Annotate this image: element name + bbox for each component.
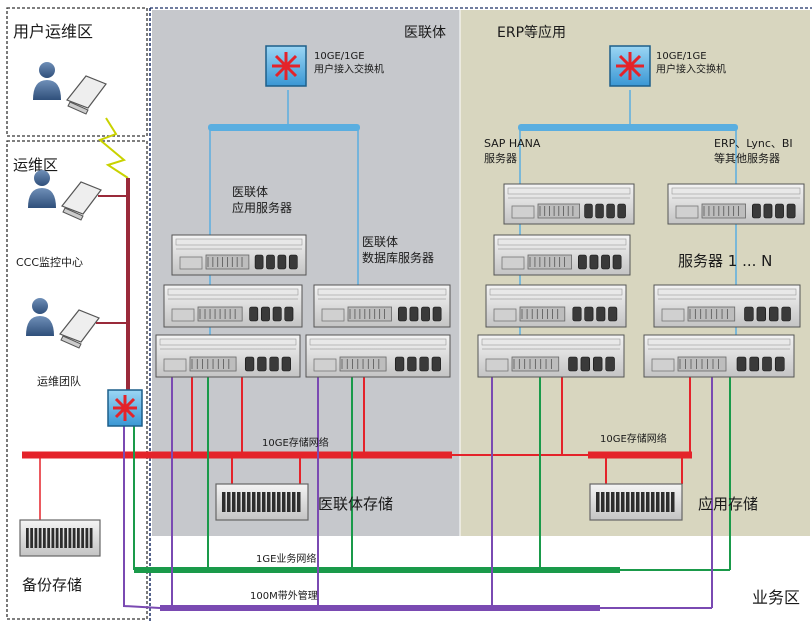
- user-ops-person-icon: [33, 62, 107, 115]
- generic-server-label: 服务器 1 ... N: [678, 252, 772, 270]
- ge-label: 1GE业务网络: [256, 552, 316, 565]
- sap-server-4: [477, 334, 625, 378]
- hospital-app-server-1: [171, 234, 307, 276]
- erp-other-server-3: [643, 334, 795, 378]
- hospital-storage-label: 医联体存储: [318, 495, 393, 513]
- hospital-app-server-label: 医联体应用服务器: [232, 185, 292, 215]
- hospital-db-server-label: 医联体数据库服务器: [362, 235, 434, 265]
- ccc-label: CCC监控中心: [16, 255, 83, 269]
- erp-access-bar: [518, 124, 738, 131]
- hospital-db-server-1: [313, 284, 451, 328]
- zone-label-hospital: 医联体: [404, 25, 446, 41]
- erp-other-server-1: [667, 183, 805, 225]
- backup-storage-label: 备份存储: [22, 576, 82, 594]
- zone-label-business: 业务区: [752, 588, 800, 607]
- erp-switch-icon: [609, 45, 651, 87]
- sap-server-3: [485, 284, 627, 328]
- hospital-storage-icon: [215, 483, 309, 521]
- hospital-app-server-3: [155, 334, 301, 378]
- erp-other-server-2: [653, 284, 801, 328]
- fc-right-label: 10GE存储网络: [600, 432, 667, 445]
- mgmt-label: 100M带外管理: [250, 589, 318, 602]
- hospital-db-server-2: [305, 334, 451, 378]
- fc-left-label: 10GE存储网络: [262, 436, 329, 449]
- ops-team-person-icon: [26, 298, 100, 349]
- hospital-switch-icon: [265, 45, 307, 87]
- app-storage-icon: [589, 483, 683, 521]
- zone-label-user-ops: 用户运维区: [13, 22, 93, 41]
- ccc-person-icon: [28, 170, 102, 221]
- sap-server-1: [503, 183, 635, 225]
- hospital-app-server-2: [163, 284, 303, 328]
- user-ops-zone-frame: [6, 7, 148, 137]
- zone-label-erp: ERP等应用: [497, 24, 566, 41]
- backup-storage-icon: [19, 519, 101, 557]
- ops-team-label: 运维团队: [37, 374, 81, 388]
- server-rack-group: [155, 183, 805, 378]
- fc-network-lines: [22, 375, 692, 520]
- app-storage-label: 应用存储: [698, 495, 758, 513]
- ops-switch-icon: [107, 389, 143, 427]
- ops-zone-frame: [6, 140, 148, 620]
- hospital-access-bar: [208, 124, 360, 131]
- zone-label-ops: 运维区: [13, 156, 58, 174]
- mgmt-network-lines: [123, 375, 713, 611]
- wan-link: [98, 117, 129, 179]
- sap-server-2: [493, 234, 631, 276]
